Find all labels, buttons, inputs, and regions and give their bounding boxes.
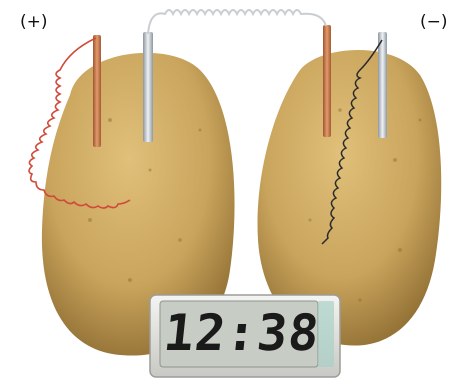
positive-terminal-label: (+): [20, 12, 48, 32]
zinc-electrode-right: [378, 32, 387, 138]
copper-electrode-left: [93, 35, 101, 147]
zinc-electrode-left: [143, 32, 153, 142]
white-wire: [148, 10, 326, 34]
negative-terminal-label: (−): [420, 12, 448, 32]
clock-display-time: 12:38: [161, 303, 317, 363]
copper-electrode-right: [323, 25, 331, 137]
